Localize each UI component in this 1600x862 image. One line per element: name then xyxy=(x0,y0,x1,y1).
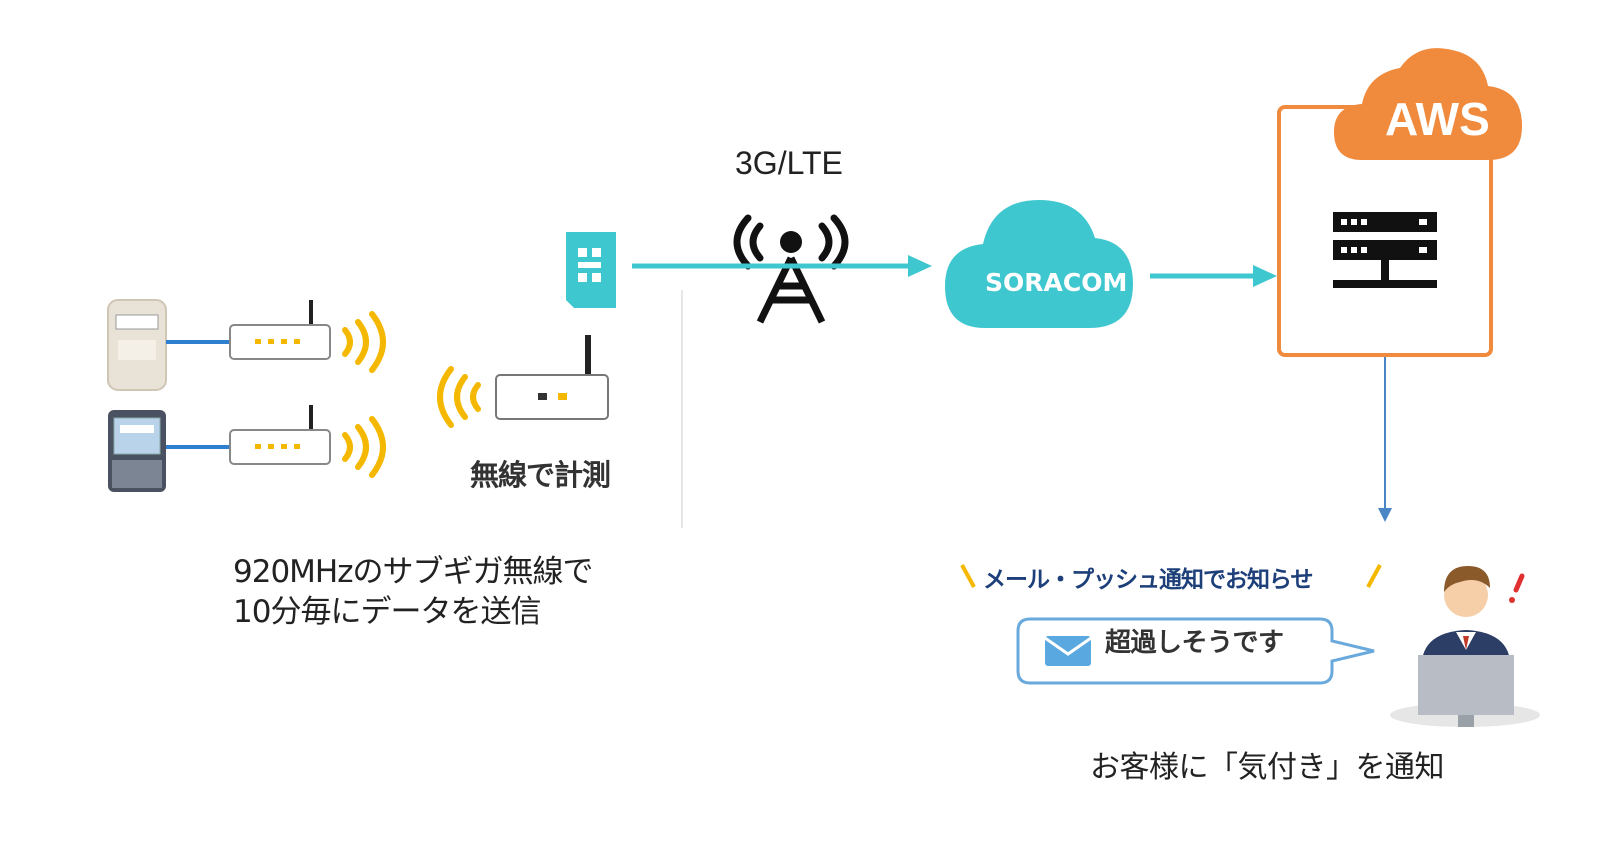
gateway-icon xyxy=(495,335,609,420)
arrow-head xyxy=(1253,265,1277,287)
soracom-label: SORACOM xyxy=(985,268,1128,297)
person-at-computer-icon xyxy=(1390,566,1540,727)
soracom-cloud-icon xyxy=(945,200,1133,328)
mail-icon xyxy=(1044,636,1092,666)
arrow-head xyxy=(1378,508,1392,522)
aws-cloud-icon xyxy=(1334,48,1522,160)
sim-card-icon xyxy=(566,232,616,308)
gas-meter-icon xyxy=(107,299,167,391)
radio-wave-icon xyxy=(342,311,386,373)
bubble-message: 超過しそうです xyxy=(1105,628,1284,658)
radio-wave-icon xyxy=(437,366,481,428)
cell-tower-icon xyxy=(733,214,849,324)
speech-bubble xyxy=(1016,617,1375,685)
banner-slash xyxy=(960,564,976,588)
wireless-line-2: 10分毎にデータを送信 xyxy=(233,594,541,630)
server-icon xyxy=(1333,212,1437,288)
network-label: 3G/LTE xyxy=(735,145,843,181)
measure-label: 無線で計測 xyxy=(470,458,611,492)
banner-slash xyxy=(1366,564,1382,588)
notify-banner: メール・プッシュ通知でお知らせ xyxy=(983,567,1314,593)
sensor-module-icon xyxy=(229,300,331,360)
arrow-head xyxy=(908,255,932,277)
wireless-description: 920MHzのサブギガ無線で 10分毎にデータを送信 xyxy=(233,552,593,632)
customer-notice: お客様に「気付き」を通知 xyxy=(1090,750,1445,785)
wireless-line-1: 920MHzのサブギガ無線で xyxy=(233,554,593,590)
aws-label: AWS xyxy=(1385,93,1490,145)
sensor-module-icon xyxy=(229,405,331,465)
radio-wave-icon xyxy=(342,416,386,478)
electric-meter-icon xyxy=(108,410,166,492)
